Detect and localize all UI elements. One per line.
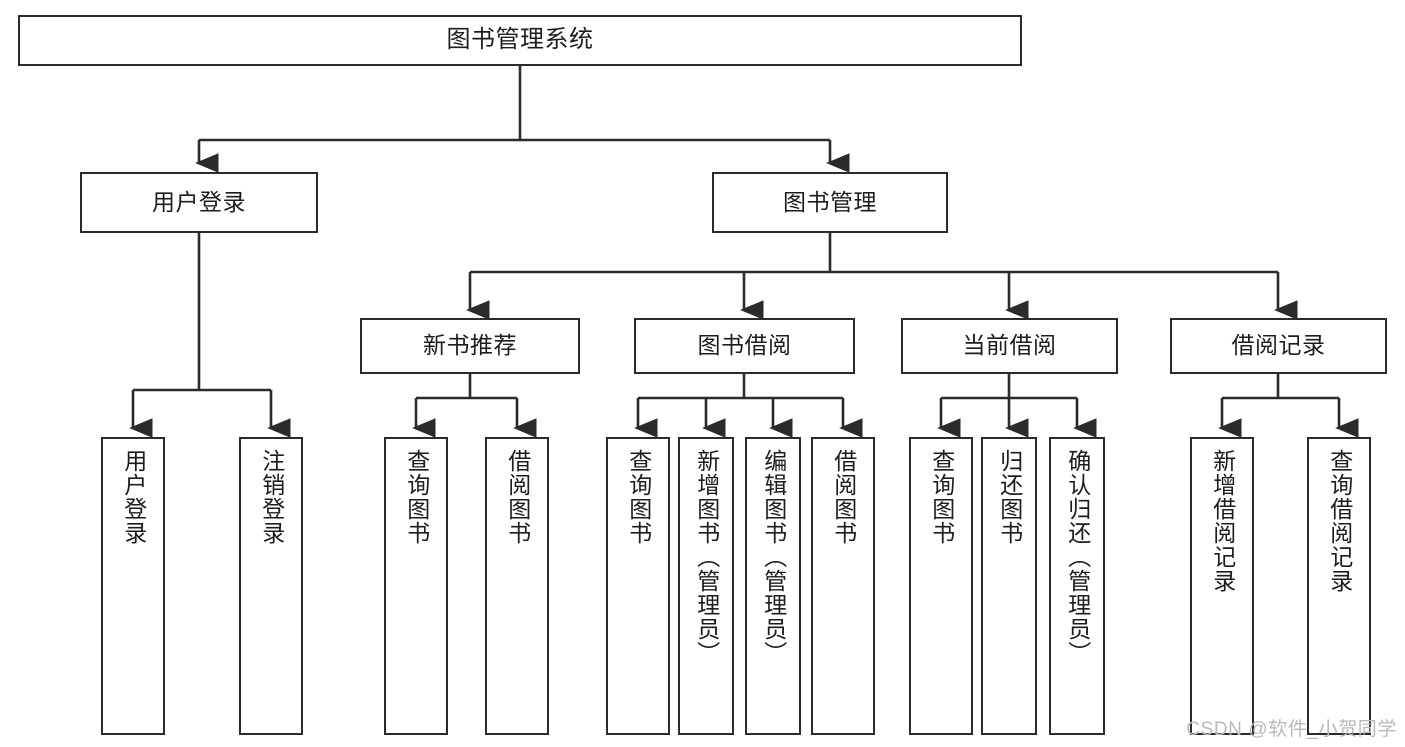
node-label: 当前借阅 <box>962 332 1057 359</box>
node-label: 借阅记录 <box>1231 332 1326 359</box>
node-root-system[interactable]: 图书管理系统 <box>18 15 1022 66</box>
node-label: 查询借阅记录 <box>1326 449 1353 593</box>
node-label: 查询图书 <box>403 449 430 545</box>
node-label: 新书推荐 <box>423 332 517 359</box>
node-label: 图书管理系统 <box>446 26 594 54</box>
node-label: 编辑图书（管理员） <box>760 449 787 665</box>
node-label: 借阅图书 <box>504 449 531 545</box>
node-label: 确认归还（管理员） <box>1064 449 1091 665</box>
leaf-return-books[interactable]: 归还图书 <box>981 437 1037 735</box>
node-label: 归还图书 <box>996 449 1023 545</box>
leaf-query-books-current[interactable]: 查询图书 <box>909 437 973 735</box>
node-book-management[interactable]: 图书管理 <box>712 172 948 233</box>
leaf-add-borrow-record[interactable]: 新增借阅记录 <box>1190 437 1254 735</box>
node-label: 新增借阅记录 <box>1209 449 1236 593</box>
leaf-query-books-recommend[interactable]: 查询图书 <box>384 437 448 735</box>
leaf-logout[interactable]: 注销登录 <box>239 437 303 735</box>
leaf-borrow-books-recommend[interactable]: 借阅图书 <box>485 437 549 735</box>
node-book-borrow[interactable]: 图书借阅 <box>634 318 855 374</box>
node-user-login[interactable]: 用户登录 <box>80 172 318 233</box>
node-borrow-records[interactable]: 借阅记录 <box>1170 318 1387 374</box>
node-label: 查询图书 <box>625 449 652 545</box>
leaf-edit-book-admin[interactable]: 编辑图书（管理员） <box>745 437 801 735</box>
node-label: 新增图书（管理员） <box>693 449 720 665</box>
leaf-user-login[interactable]: 用户登录 <box>101 437 165 735</box>
leaf-confirm-return-admin[interactable]: 确认归还（管理员） <box>1049 437 1105 735</box>
node-label: 借阅图书 <box>830 449 857 545</box>
node-label: 用户登录 <box>152 188 246 215</box>
watermark: CSDN @软件_小贺同学 <box>1186 719 1397 740</box>
leaf-query-books-borrow[interactable]: 查询图书 <box>606 437 670 735</box>
node-label: 用户登录 <box>120 449 147 545</box>
node-current-borrow[interactable]: 当前借阅 <box>901 318 1118 374</box>
node-new-book-recommend[interactable]: 新书推荐 <box>360 318 580 374</box>
node-label: 注销登录 <box>258 449 285 545</box>
node-label: 查询图书 <box>928 449 955 545</box>
leaf-query-borrow-record[interactable]: 查询借阅记录 <box>1307 437 1371 735</box>
leaf-borrow-books-borrow[interactable]: 借阅图书 <box>811 437 875 735</box>
node-label: 图书管理 <box>783 188 877 215</box>
leaf-add-book-admin[interactable]: 新增图书（管理员） <box>678 437 734 735</box>
node-label: 图书借阅 <box>697 332 792 359</box>
